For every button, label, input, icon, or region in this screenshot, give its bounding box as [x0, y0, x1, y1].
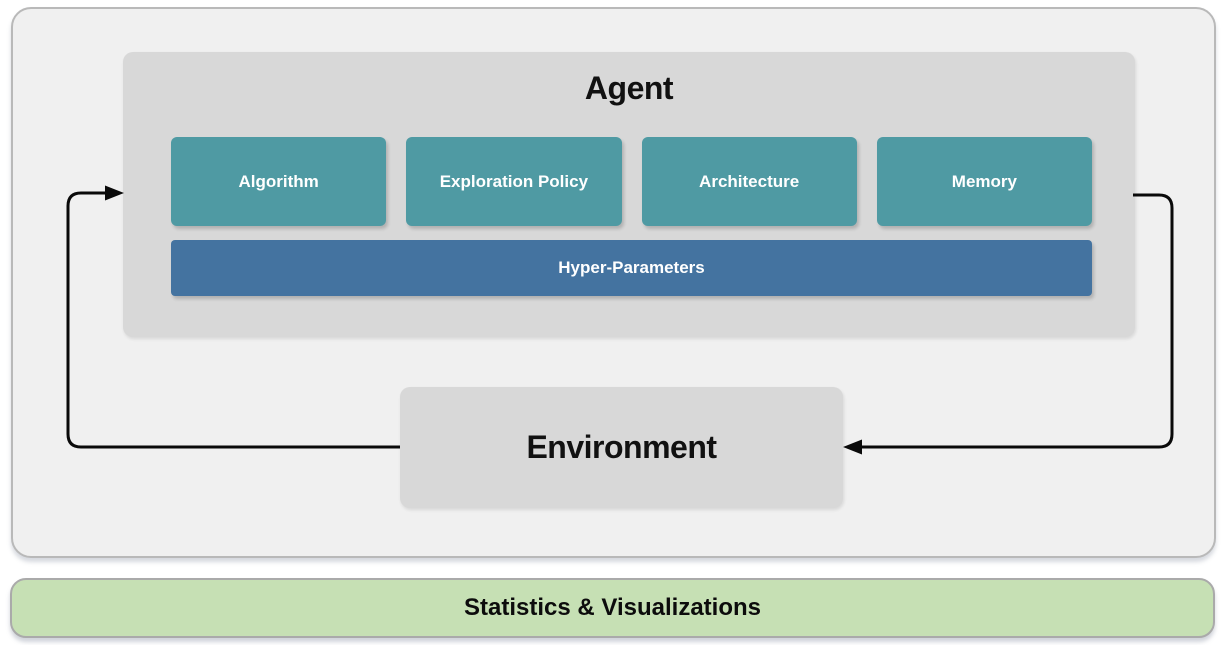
hyper-parameters-bar: Hyper-Parameters [171, 240, 1092, 296]
component-box-algorithm: Algorithm [171, 137, 387, 226]
component-box-architecture: Architecture [641, 137, 857, 226]
agent-component-row: Algorithm Exploration Policy Architectur… [171, 137, 1092, 226]
agent-title: Agent [584, 70, 674, 106]
statistics-visualizations-bar: Statistics & Visualizations [10, 578, 1215, 638]
component-box-exploration-policy: Exploration Policy [406, 137, 622, 226]
environment-box: Environment [400, 387, 843, 508]
component-box-memory: Memory [876, 137, 1092, 226]
